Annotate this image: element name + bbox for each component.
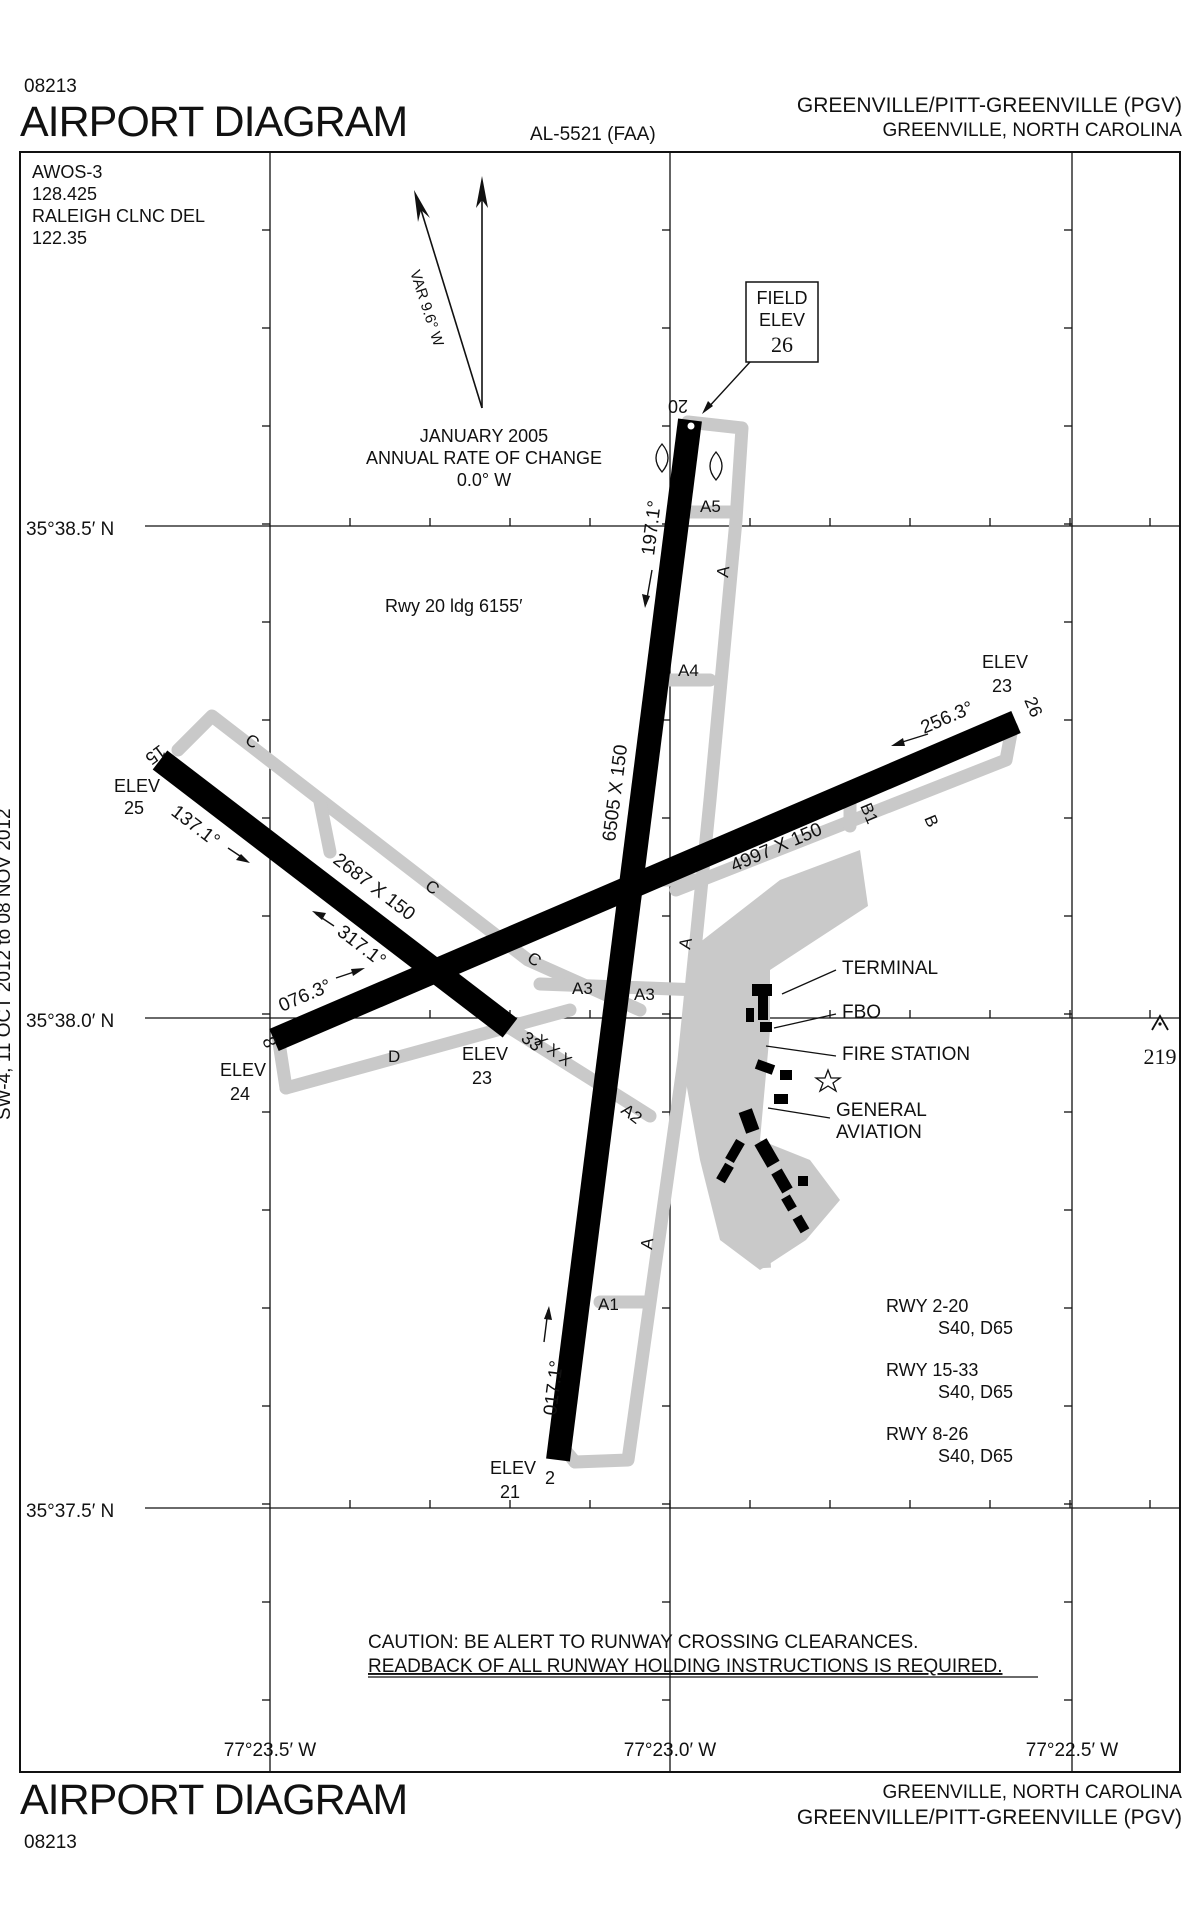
field-elev-line1: FIELD: [756, 288, 807, 308]
north-arrows: VAR 9.6° W: [406, 176, 488, 409]
obstacle-icon: [1151, 1014, 1169, 1031]
taxiway-label-a5: A5: [700, 497, 721, 516]
fire-station-building: [754, 1059, 776, 1075]
graticule: [145, 152, 1180, 1772]
doc-number-top: 08213: [24, 76, 77, 97]
side-validity-text: SW-4, 11 OCT 2012 to 08 NOV 2012: [0, 808, 15, 1120]
pcn-rwy-2: RWY 15-33: [886, 1360, 978, 1380]
taxiway-d: [279, 1003, 577, 1095]
airport-name-top: GREENVILLE/PITT-GREENVILLE (PGV): [796, 94, 1182, 117]
comm-line-2: 128.425: [32, 184, 97, 204]
rwy-26-elev-label: ELEV: [982, 652, 1028, 672]
taxiway-c: [171, 709, 647, 1017]
graticule-ticks: [262, 229, 1151, 1701]
taxiway-label-d: D: [388, 1047, 400, 1066]
pcn-rwy-3: RWY 8-26: [886, 1424, 968, 1444]
true-north-icon: [476, 176, 488, 208]
rwy-26-elev-value: 23: [992, 676, 1012, 696]
terminal-building-2: [758, 996, 768, 1020]
longitude-1: 77°23.5′ W: [224, 1740, 317, 1761]
taxiway-label-a1: A1: [598, 1295, 619, 1314]
pcn-value-2: S40, D65: [938, 1382, 1013, 1402]
rwy-8-elev-label: ELEV: [220, 1060, 266, 1080]
obstacle-height: 219: [1144, 1044, 1177, 1069]
label-fire-station: FIRE STATION: [842, 1044, 970, 1065]
rwy-2-elev-label: ELEV: [490, 1458, 536, 1478]
fbo-building: [760, 1022, 772, 1032]
latitude-2: 35°38.0′ N: [26, 1011, 114, 1032]
comm-line-4: 122.35: [32, 228, 87, 248]
rwy-end-20: 20: [668, 396, 688, 416]
rwy-33-elev-value: 23: [472, 1068, 492, 1088]
field-elev-box: [745, 281, 819, 363]
buildings: [716, 984, 810, 1234]
hold-marker-east: [709, 451, 723, 481]
terminal-building: [752, 984, 772, 996]
pcn-value-3: S40, D65: [938, 1446, 1013, 1466]
label-fbo: FBO: [842, 1002, 881, 1023]
caution-line-2: READBACK OF ALL RUNWAY HOLDING INSTRUCTI…: [368, 1656, 1003, 1677]
taxiway-label-b: B: [920, 812, 942, 830]
runway-2-20: [546, 418, 702, 1462]
beacon-star-icon: [813, 1068, 843, 1093]
rwy-20-ldg-note: Rwy 20 ldg 6155′: [385, 596, 523, 616]
magnetic-rate-label: ANNUAL RATE OF CHANGE: [366, 448, 602, 468]
pcn-rwy-1: RWY 2-20: [886, 1296, 968, 1316]
taxiway-b: [669, 721, 1019, 897]
longitude-3: 77°22.5′ W: [1026, 1740, 1119, 1761]
pcn-value-1: S40, D65: [938, 1318, 1013, 1338]
location-bottom: GREENVILLE, NORTH CAROLINA: [882, 1782, 1182, 1803]
comm-line-3: RALEIGH CLNC DEL: [32, 206, 205, 226]
rwy-2-elev-value: 21: [500, 1482, 520, 1502]
airport-name-bottom: GREENVILLE/PITT-GREENVILLE (PGV): [796, 1806, 1182, 1829]
rwy-15-elev-value: 25: [124, 798, 144, 818]
latitude-3: 35°37.5′ N: [26, 1501, 114, 1522]
field-elev-value: 26: [771, 332, 793, 357]
caution-line-1: CAUTION: BE ALERT TO RUNWAY CROSSING CLE…: [368, 1632, 918, 1653]
diagram-frame: [19, 151, 1181, 1773]
taxiway-label-a-south: A: [637, 1236, 657, 1250]
doc-number-bottom: 08213: [24, 1832, 77, 1853]
taxiway-a: [568, 415, 749, 1469]
magnetic-date: JANUARY 2005: [420, 426, 548, 446]
taxiways: [171, 415, 1019, 1469]
taxiway-label-a3-west: A3: [572, 979, 593, 998]
taxiway-label-a3-east: A3: [634, 985, 655, 1004]
runways: [152, 418, 1021, 1462]
title-bottom: AIRPORT DIAGRAM: [20, 1776, 408, 1824]
magnetic-north-icon: [414, 190, 430, 222]
runway-15-33: [152, 750, 518, 1038]
taxiway-label-a-north: A: [713, 564, 733, 578]
magnetic-rate-value: 0.0° W: [457, 470, 511, 490]
taxiway-label-a4: A4: [678, 661, 699, 680]
runway-8-26: [269, 710, 1021, 1052]
chart-id: AL-5521 (FAA): [530, 124, 656, 145]
rwy-end-26-label: 26: [1020, 694, 1046, 720]
hold-marker-west: [655, 443, 669, 473]
label-general-aviation-2: AVIATION: [836, 1122, 922, 1143]
label-terminal: TERMINAL: [842, 958, 938, 979]
title-top: AIRPORT DIAGRAM: [20, 98, 408, 146]
rwy-33-elev-label: ELEV: [462, 1044, 508, 1064]
field-elev-point: [687, 422, 695, 430]
taxiway-label-a-mid: A: [675, 936, 696, 951]
field-elev-line2: ELEV: [759, 310, 805, 330]
location-top: GREENVILLE, NORTH CAROLINA: [882, 120, 1182, 141]
latitude-1: 35°38.5′ N: [26, 519, 114, 540]
longitude-2: 77°23.0′ W: [624, 1740, 717, 1761]
apron: [682, 850, 868, 1270]
ga-hangar-1: [738, 1108, 760, 1134]
magnetic-variation: VAR 9.6° W: [406, 268, 447, 349]
rwy-end-2: 2: [545, 1468, 555, 1488]
comm-line-1: AWOS-3: [32, 162, 102, 182]
rwy-8-elev-value: 24: [230, 1084, 250, 1104]
label-general-aviation-1: GENERAL: [836, 1100, 927, 1121]
rwy-15-elev-label: ELEV: [114, 776, 160, 796]
